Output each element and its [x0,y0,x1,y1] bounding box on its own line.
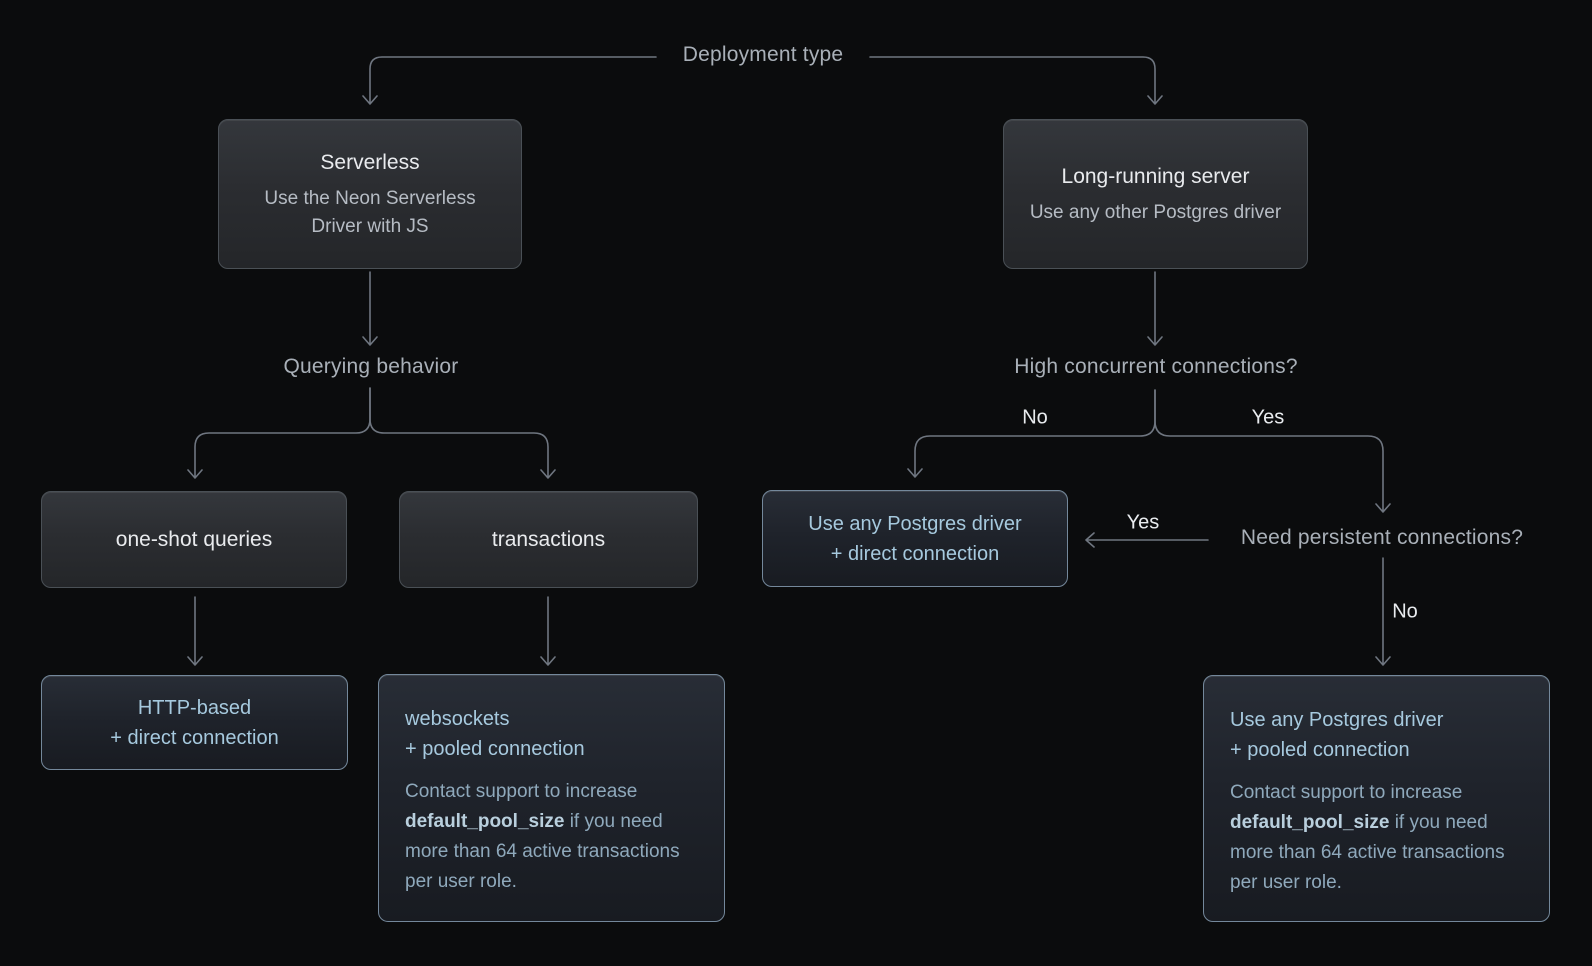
node-any-driver-direct-line1: Use any Postgres driver [808,512,1022,535]
node-serverless: Serverless Use the Neon Serverless Drive… [218,119,522,269]
node-http-direct-line2: + direct connection [110,726,279,749]
arrow-long-running-to-high-concurrent [1147,271,1163,346]
node-one-shot-queries: one-shot queries [41,491,347,588]
node-long-running-title: Long-running server [1061,164,1250,188]
branch-label-no-high-concurrent: No [1022,406,1048,429]
arrow-serverless-to-querying [362,271,378,346]
note-pre: Contact support to increase [405,781,638,802]
label-querying-behavior: Querying behavior [283,355,459,378]
note-pre: Contact support to increase [1230,782,1463,803]
node-any-driver-pooled: Use any Postgres driver + pooled connect… [1203,675,1550,922]
node-any-driver-direct-line2: + direct connection [830,542,1000,565]
note-default-pool-size: default_pool_size [1230,812,1390,833]
node-serverless-title: Serverless [320,150,420,174]
label-deployment-type: Deployment type [682,43,844,66]
branch-label-no-need-persistent: No [1392,600,1418,623]
node-any-driver-direct: Use any Postgres driver + direct connect… [762,490,1068,587]
label-need-persistent-connections: Need persistent connections? [1240,526,1524,549]
arrow-high-concurrent-yes [1154,389,1391,513]
arrow-deployment-to-long-running [869,56,1163,105]
node-any-driver-pooled-note: Contact support to increase default_pool… [1230,778,1523,898]
node-serverless-subtitle: Use the Neon Serverless Driver with JS [264,187,476,237]
arrow-high-concurrent-no [907,389,1156,478]
note-post: if you need more than 64 active transact… [1230,812,1505,893]
node-long-running-server: Long-running server Use any other Postgr… [1003,119,1308,269]
node-long-running-subtitle: Use any other Postgres driver [1029,201,1282,223]
label-high-concurrent-connections: High concurrent connections? [1014,355,1298,378]
branch-label-yes-high-concurrent: Yes [1251,406,1285,429]
node-any-driver-pooled-line2: + pooled connection [1230,739,1410,761]
node-websockets-line1: websockets [405,708,510,730]
arrow-one-shot-to-http [187,596,203,666]
node-one-shot-queries-label: one-shot queries [115,527,273,551]
node-websockets-note: Contact support to increase default_pool… [405,777,698,897]
arrow-querying-to-one-shot [187,387,371,479]
note-default-pool-size: default_pool_size [405,811,565,832]
node-websockets-line2: + pooled connection [405,738,585,760]
node-websockets-pooled: websockets + pooled connection Contact s… [378,674,725,922]
note-post: if you need more than 64 active transact… [405,811,680,892]
node-http-direct: HTTP-based + direct connection [41,675,348,770]
arrow-deployment-to-serverless [362,56,657,105]
arrow-querying-to-transactions [369,387,556,479]
arrow-transactions-to-websockets [540,596,556,666]
arrow-need-persistent-no [1375,557,1391,666]
node-transactions: transactions [399,491,698,588]
arrow-need-persistent-yes [1085,532,1209,548]
node-transactions-label: transactions [491,527,606,551]
branch-label-yes-need-persistent: Yes [1126,511,1160,534]
node-any-driver-pooled-line1: Use any Postgres driver [1230,709,1444,731]
node-http-direct-line1: HTTP-based [137,696,252,719]
